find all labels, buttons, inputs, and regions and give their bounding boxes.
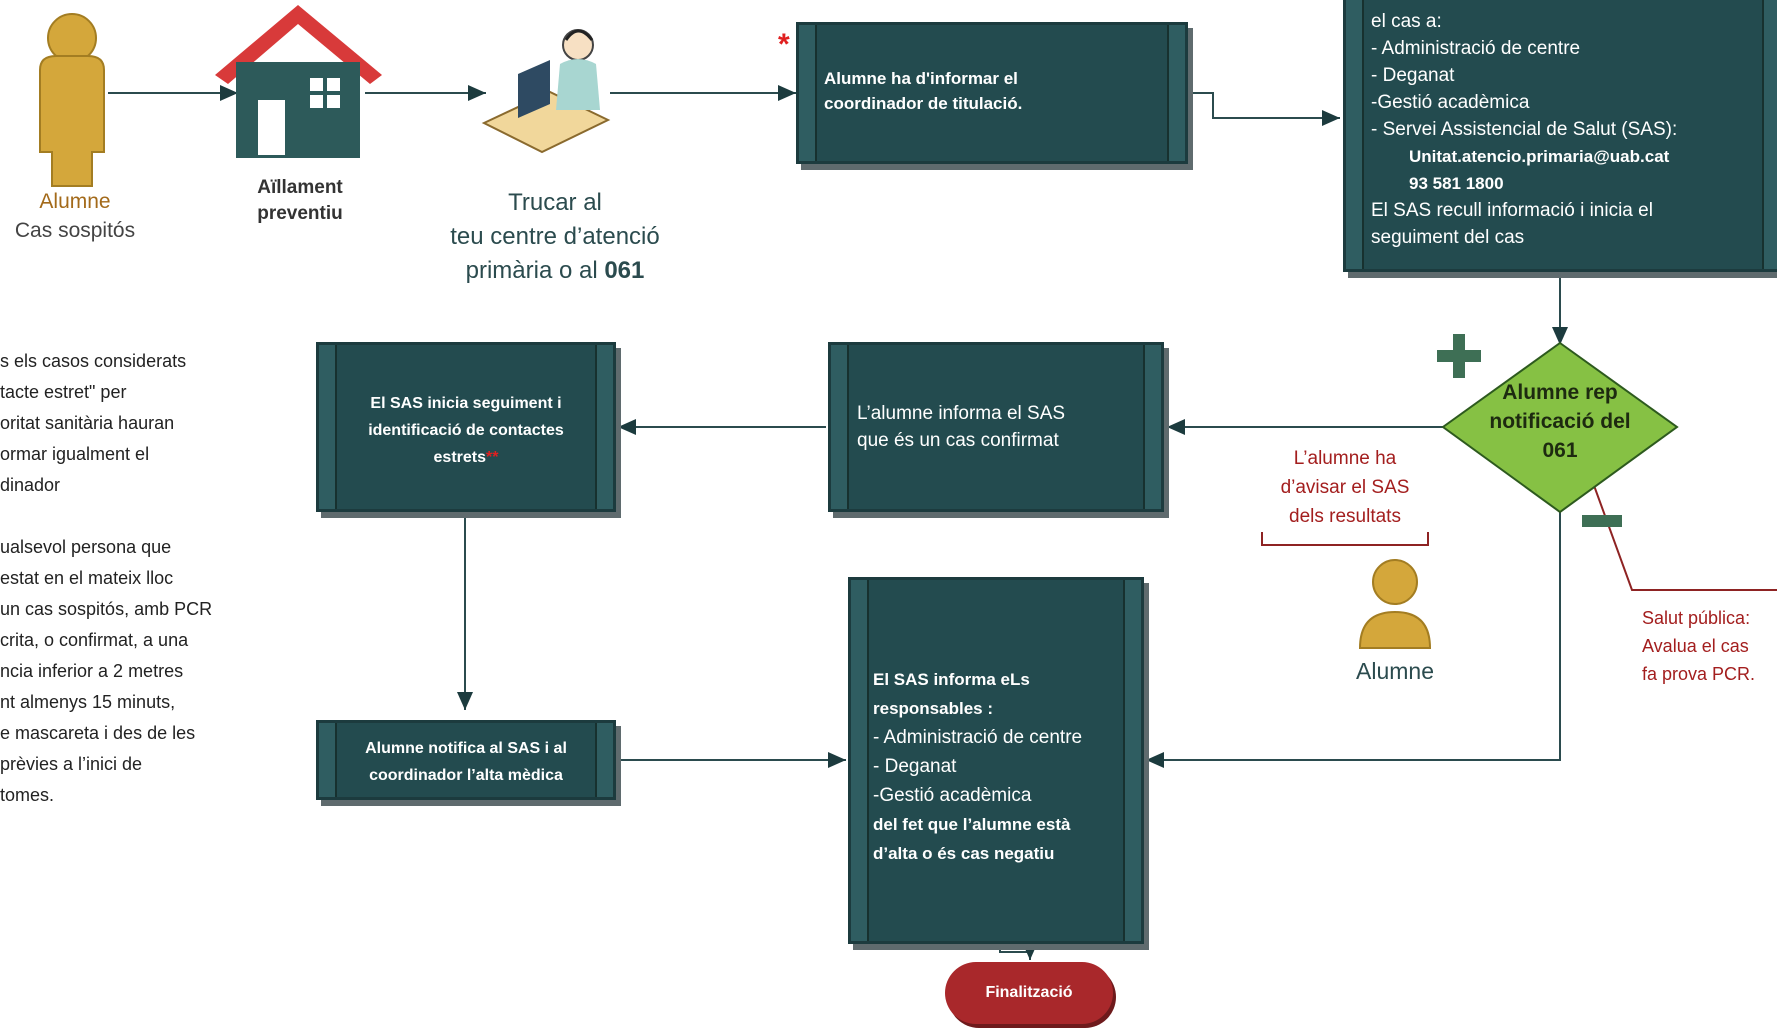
public-health-line-1: Salut pública: xyxy=(1642,608,1751,628)
end-terminator: Finalització xyxy=(945,962,1113,1024)
sas-contacts-mark: ** xyxy=(486,449,499,466)
public-health-connector xyxy=(1591,479,1777,591)
public-health-note: Salut pública: Avalua el cas fa prova PC… xyxy=(1642,604,1755,688)
side-note-p2-line: e mascareta i des de les xyxy=(0,723,196,743)
side-note-p2-line: nt almenys 15 minuts, xyxy=(0,692,176,712)
alumne-person-label: Alumne xyxy=(1356,658,1434,684)
student-informs-line-1: L’alumne informa el SAS xyxy=(857,403,1066,424)
side-note-p1-line: dinador xyxy=(0,475,61,495)
side-note-p1-line: oritat sanitària hauran xyxy=(0,413,175,433)
sas-contacts-line-1: El SAS inicia seguiment i xyxy=(370,395,562,412)
decision-line-3: 061 xyxy=(1542,439,1578,462)
decision-line-2: notificació del xyxy=(1489,410,1631,433)
student-label: Alumne xyxy=(39,190,111,213)
call-label-3-text: primària o al xyxy=(465,257,605,284)
public-health-line-2: Avalua el cas xyxy=(1642,636,1749,656)
box-inform-coordinator: Alumne ha d'informar el coordinador de t… xyxy=(796,22,1188,164)
side-note-p1-line: s els casos considerats xyxy=(0,351,187,371)
arrow-decision-to-sas-informs xyxy=(1146,512,1561,768)
side-note-p2-line: ualsevol persona que xyxy=(0,537,172,557)
call-label-3: primària o al 061 xyxy=(420,254,690,288)
sas-informs-item-1: - Administració de centre xyxy=(873,727,1083,748)
coordinator-item-3: -Gestió acadèmica xyxy=(1371,92,1530,113)
side-note-p1: s els casos considerats tacte estret" pe… xyxy=(0,346,260,501)
box-inform-line-2: coordinador de titulació. xyxy=(824,93,1023,113)
call-number: 061 xyxy=(604,257,645,284)
coordinator-line-1: el cas a: xyxy=(1371,11,1442,32)
caller-computer-icon xyxy=(481,29,611,154)
sas-informs-line-1: El SAS informa eLs xyxy=(873,670,1030,689)
side-note-p1-line: ormar igualment el xyxy=(0,444,150,464)
sas-informs-item-3: -Gestió acadèmica xyxy=(873,785,1032,806)
decision-diamond xyxy=(1441,341,1679,514)
sas-informs-item-2: - Deganat xyxy=(873,756,957,777)
call-label-2: teu centre d’atenció xyxy=(450,223,660,250)
plus-icon xyxy=(1437,334,1481,378)
coordinator-sas-2: seguiment del cas xyxy=(1371,227,1525,248)
box-inform-line-1: Alumne ha d'informar el xyxy=(824,69,1018,88)
sas-contacts-line-3-text: estrets xyxy=(433,449,487,466)
minus-icon xyxy=(1582,515,1622,527)
arrow-inform-to-coordinator xyxy=(1188,92,1340,126)
box-sas-contacts: El SAS inicia seguiment i identificació … xyxy=(316,342,616,512)
side-note-p1-line: tacte estret" per xyxy=(0,382,127,402)
coordinator-item-2: - Deganat xyxy=(1371,65,1455,86)
side-note-p2-line: ncia inferior a 2 metres xyxy=(0,661,184,681)
alumne-person-icon xyxy=(1358,559,1432,649)
sas-informs-line-4: d’alta o és cas negatiu xyxy=(873,844,1055,863)
coordinator-email: Unitat.atencio.primaria@uab.cat xyxy=(1409,147,1670,166)
discharge-line-1: Alumne notifica al SAS i al xyxy=(365,740,567,757)
side-note-p2-line: un cas sospitós, amb PCR xyxy=(0,599,213,619)
coordinator-sas-1: El SAS recull informació i inicia el xyxy=(1371,200,1653,221)
coordinator-phone: 93 581 1800 xyxy=(1409,174,1504,193)
public-health-line-3: fa prova PCR. xyxy=(1642,664,1756,684)
decision-text: Alumne rep notificació del 061 xyxy=(1468,378,1652,465)
box-student-informs-sas: L’alumne informa el SAS que és un cas co… xyxy=(828,342,1164,512)
box-coordinator-communicates: El coordinador de titulació comunica el … xyxy=(1343,0,1777,272)
side-note: s els casos considerats tacte estret" pe… xyxy=(0,346,260,811)
side-note-p2-line: estat en el mateix lloc xyxy=(0,568,174,588)
box-sas-informs-responsibles: El SAS informa eLs responsables : - Admi… xyxy=(848,577,1144,944)
house-icon xyxy=(215,5,382,158)
isolation-label-2: preventiu xyxy=(257,203,343,224)
coordinator-line-0: El coordinador de titulació comunica xyxy=(1371,0,1677,8)
arrow-sas-informs-to-end xyxy=(999,942,1038,960)
call-caption: Trucar al teu centre d’atenció primària … xyxy=(420,186,690,288)
sas-informs-line-3: del fet que l’alumne està xyxy=(873,815,1071,834)
side-note-p2-line: crita, o confirmat, a una xyxy=(0,630,189,650)
call-label-1: Trucar al xyxy=(508,189,602,216)
sas-contacts-line-3: estrets** xyxy=(339,444,593,471)
box-student-discharge: Alumne notifica al SAS i al coordinador … xyxy=(316,720,616,800)
sas-contacts-line-2: identificació de contactes xyxy=(368,422,564,439)
note-warn-line-3: dels resultats xyxy=(1289,506,1401,527)
sas-informs-line-2: responsables : xyxy=(873,699,993,718)
side-note-p2-line: tomes. xyxy=(0,785,55,805)
side-note-p2: ualsevol persona que estat en el mateix … xyxy=(0,532,260,811)
note-warn-line-2: d’avisar el SAS xyxy=(1280,477,1410,498)
isolation-label-1: Aïllament xyxy=(257,177,343,198)
asterisk-mark: * xyxy=(778,28,790,61)
student-sub: Cas sospitós xyxy=(14,219,136,242)
note-warn-line-1: L’alumne ha xyxy=(1293,448,1397,469)
student-informs-line-2: que és un cas confirmat xyxy=(857,430,1059,451)
coordinator-item-4: - Servei Assistencial de Salut (SAS): xyxy=(1371,119,1678,140)
coordinator-item-1: - Administració de centre xyxy=(1371,38,1581,59)
isolation-caption: Aïllament preventiu xyxy=(240,175,360,227)
side-note-p2-line: prèvies a l’inici de xyxy=(0,754,143,774)
note-bracket xyxy=(1261,532,1429,546)
student-caption: Alumne Cas sospitós xyxy=(10,187,140,245)
student-person-icon xyxy=(39,13,105,187)
discharge-line-2: coordinador l’alta mèdica xyxy=(369,767,563,784)
decision-line-1: Alumne rep xyxy=(1502,381,1618,404)
note-student-warn: L’alumne ha d’avisar el SAS dels resulta… xyxy=(1255,444,1435,531)
